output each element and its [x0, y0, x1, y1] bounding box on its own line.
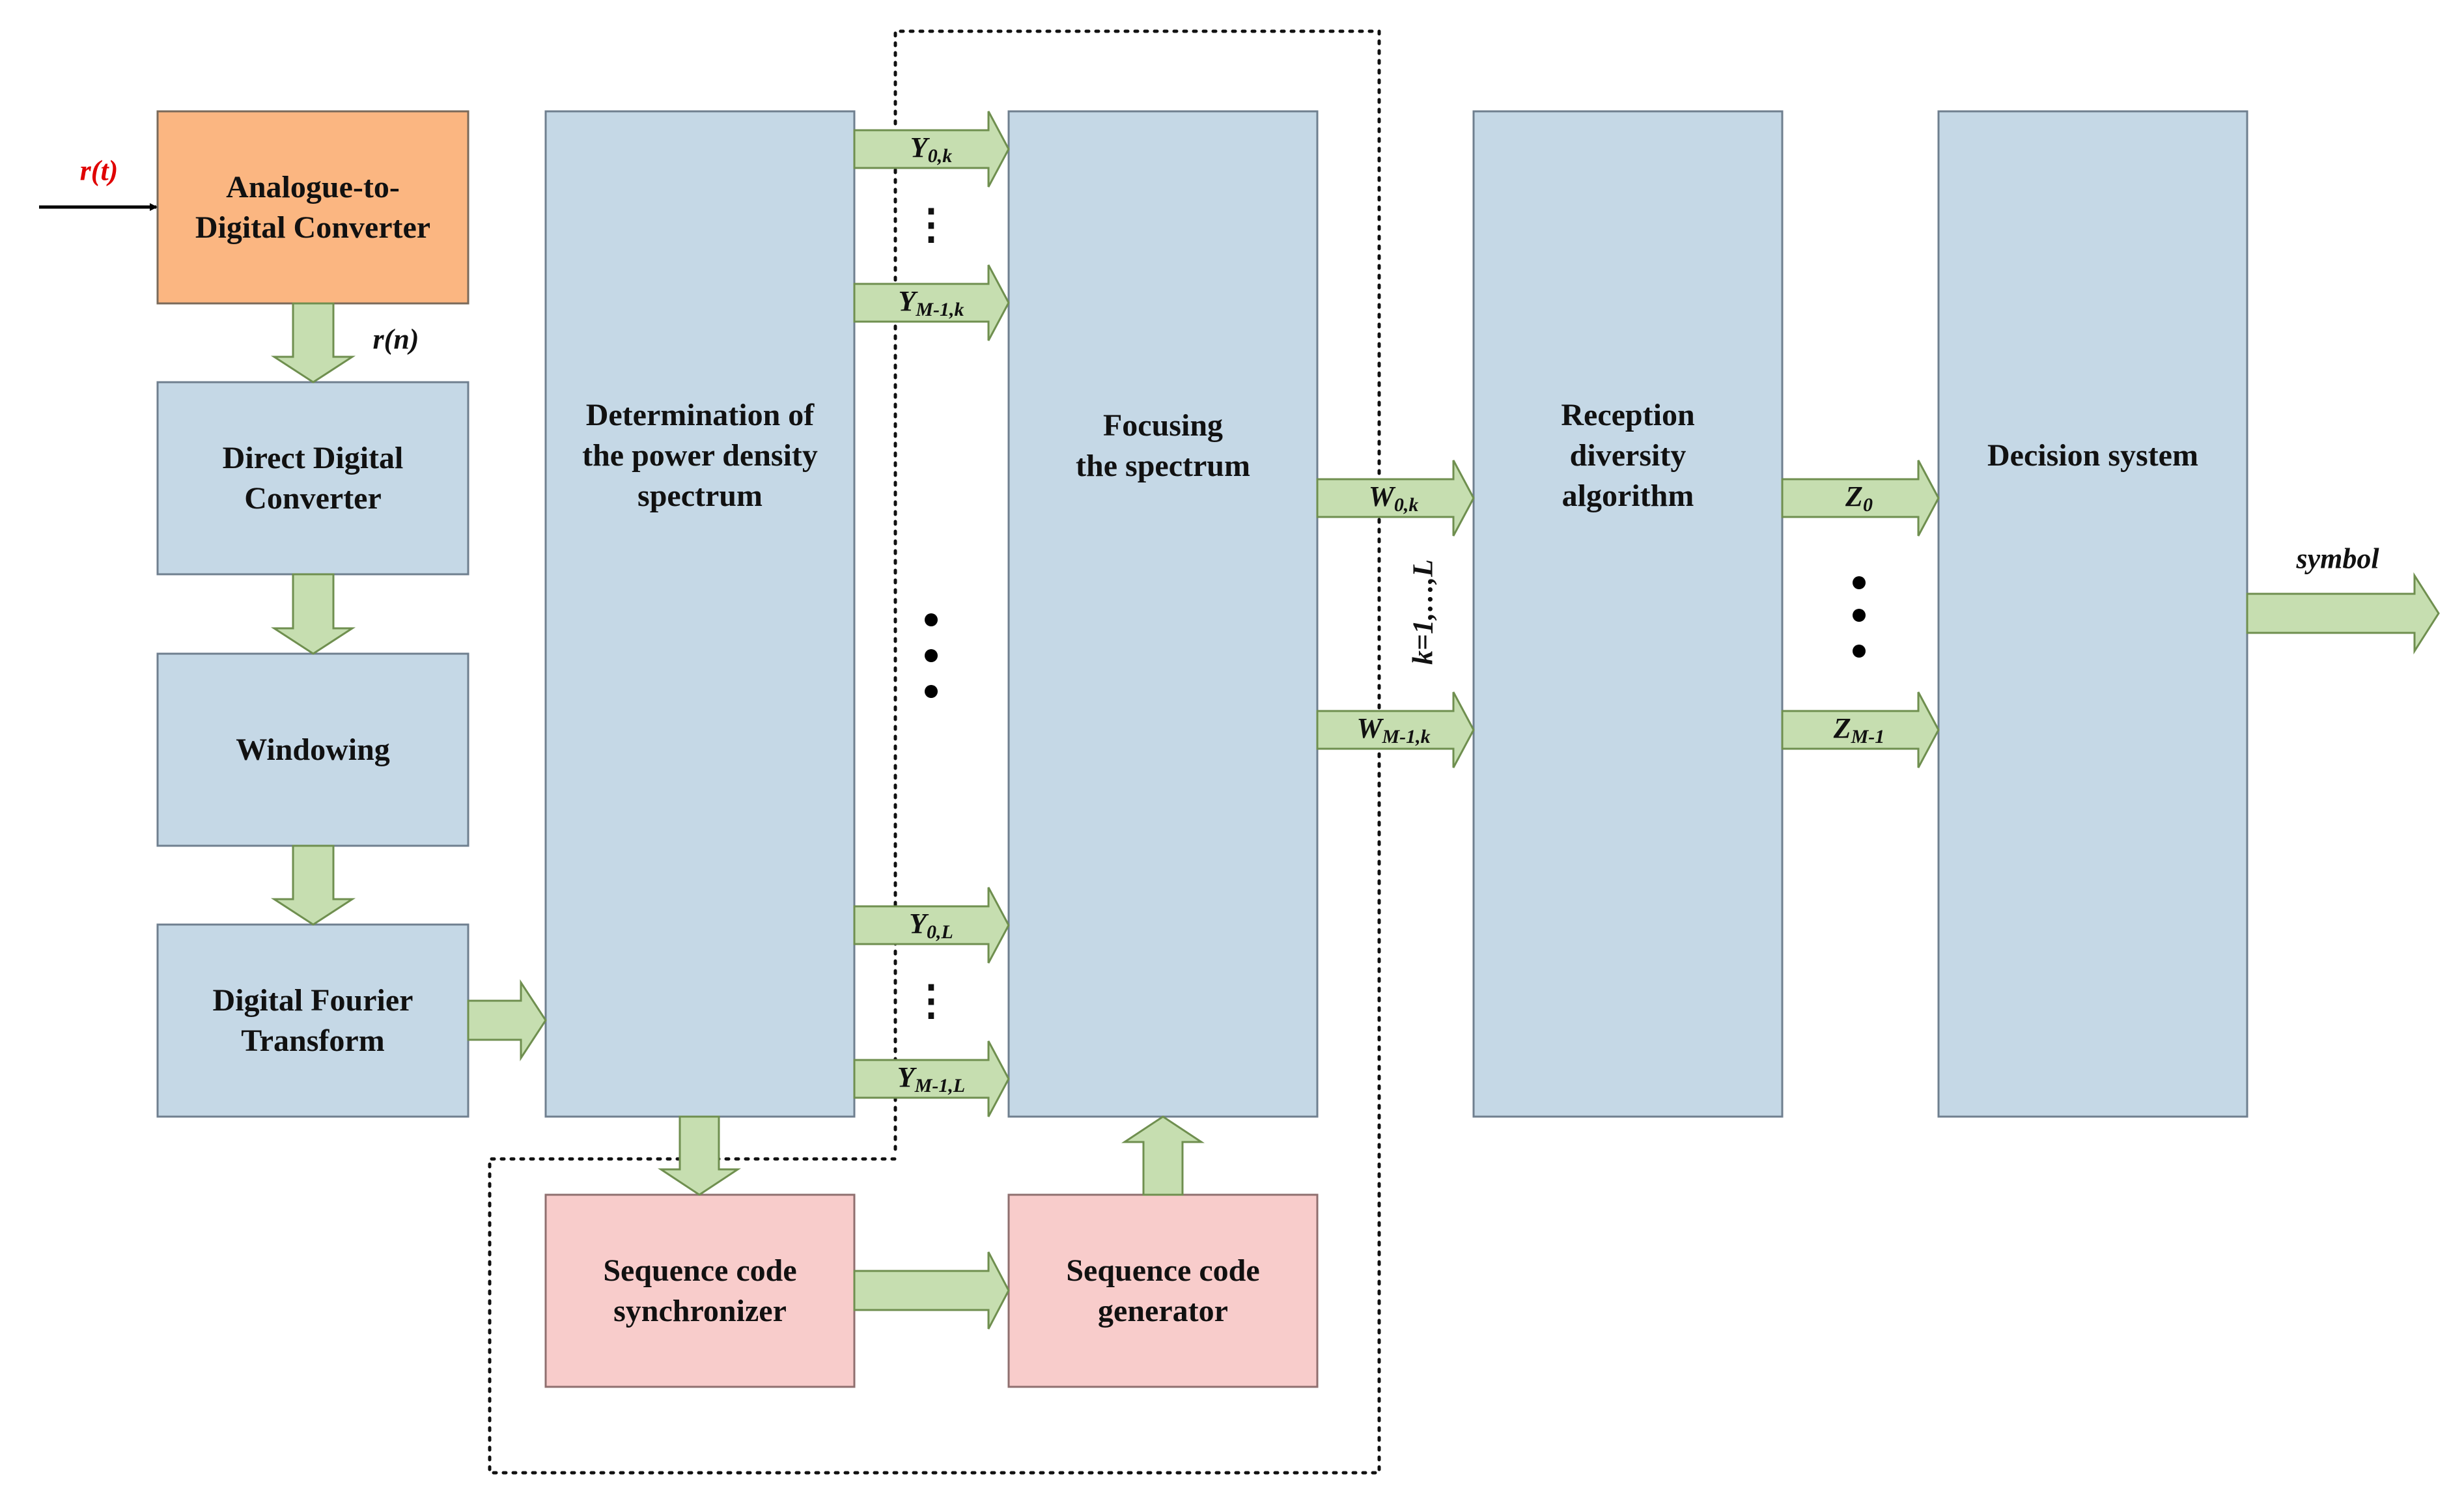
- y0l-arrow: [853, 887, 1010, 964]
- decision-block: [1937, 110, 2248, 1118]
- psd-block: [544, 110, 856, 1118]
- dft-to-psd-arrow: [467, 979, 547, 1062]
- output-arrow: [2246, 572, 2440, 655]
- w0k-arrow: [1316, 460, 1475, 536]
- ddc-to-windowing-arrow: [270, 573, 356, 655]
- sync-to-generator-arrow: [853, 1251, 1010, 1330]
- y0k-label: Y0,k: [910, 132, 953, 167]
- generator-block: [1007, 1193, 1319, 1388]
- ellipsis-top: ⋮: [910, 201, 952, 247]
- rn-signal-label: r(n): [372, 323, 419, 355]
- w0k-label: W0,k: [1368, 481, 1419, 516]
- wm1k-arrow: [1316, 691, 1475, 768]
- ellipsis-dots: [925, 576, 1866, 698]
- adc-block: [156, 110, 469, 305]
- adc-label: Analogue-to-Digital Converter: [195, 169, 431, 245]
- reception-block: [1472, 110, 1784, 1118]
- focusing-block: [1007, 110, 1319, 1118]
- y0k-arrow: [853, 111, 1010, 188]
- windowing-to-dft-arrow: [270, 844, 356, 926]
- decision-label: Decision system: [1987, 438, 2198, 473]
- adc-to-ddc-arrow: [270, 302, 356, 383]
- y0l-label: Y0,L: [909, 908, 953, 943]
- ellipsis-bottom: ⋮: [910, 977, 952, 1024]
- sync-block: [544, 1193, 856, 1388]
- k-range-label: k=1,…,L: [1407, 559, 1439, 665]
- psd-to-sync-arrow: [658, 1115, 741, 1196]
- zm1-label: ZM-1: [1833, 712, 1885, 747]
- z0-label: Z0: [1845, 481, 1873, 516]
- ym1l-label: YM-1,L: [897, 1061, 966, 1096]
- zm1-arrow: [1781, 691, 1940, 768]
- windowing-label: Windowing: [236, 732, 390, 767]
- ddc-block: [156, 381, 469, 576]
- input-signal-label: r(t): [79, 154, 119, 187]
- generator-to-focusing-arrow: [1121, 1115, 1205, 1196]
- output-symbol-label: symbol: [2296, 542, 2379, 575]
- z0-arrow: [1781, 460, 1940, 536]
- ym1k-arrow: [853, 264, 1010, 341]
- ym1l-arrow: [853, 1040, 1010, 1117]
- ym1k-label: YM-1,k: [898, 285, 964, 320]
- dft-block: [156, 923, 469, 1118]
- wm1k-label: WM-1,k: [1356, 712, 1431, 747]
